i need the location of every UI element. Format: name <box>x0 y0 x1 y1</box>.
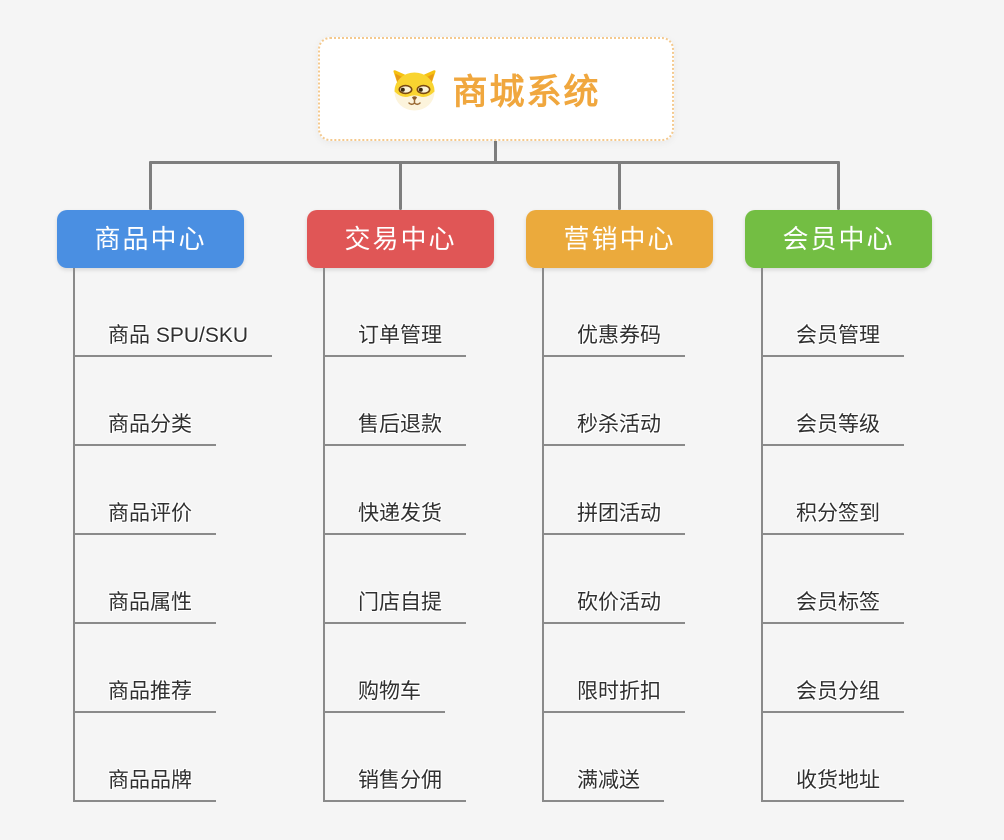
leaf-item[interactable]: 积分签到 <box>763 446 904 535</box>
leaf-item[interactable]: 拼团活动 <box>544 446 685 535</box>
leaf-item[interactable]: 收货地址 <box>763 713 904 802</box>
branch-node-product-center[interactable]: 商品中心 <box>57 210 244 268</box>
leaf-item[interactable]: 商品分类 <box>75 357 216 446</box>
connector-drop-trade <box>399 161 402 210</box>
connector-drop-member <box>837 161 840 210</box>
branch-subtree-trade: 订单管理 售后退款 快递发货 门店自提 购物车 销售分佣 <box>323 268 466 802</box>
leaf-item[interactable]: 售后退款 <box>325 357 466 446</box>
leaf-item[interactable]: 会员分组 <box>763 624 904 713</box>
leaf-item[interactable]: 商品评价 <box>75 446 216 535</box>
connector-root-stem <box>494 141 497 164</box>
connector-drop-product <box>149 161 152 210</box>
branch-subtree-marketing: 优惠券码 秒杀活动 拼团活动 砍价活动 限时折扣 满减送 <box>542 268 685 802</box>
leaf-item[interactable]: 满减送 <box>544 713 664 802</box>
leaf-item[interactable]: 秒杀活动 <box>544 357 685 446</box>
branch-node-trade-center[interactable]: 交易中心 <box>307 210 494 268</box>
connector-horizontal-bar <box>149 161 840 164</box>
leaf-item[interactable]: 会员管理 <box>763 268 904 357</box>
leaf-item[interactable]: 商品推荐 <box>75 624 216 713</box>
leaf-item[interactable]: 会员标签 <box>763 535 904 624</box>
leaf-item[interactable]: 销售分佣 <box>325 713 466 802</box>
leaf-item[interactable]: 订单管理 <box>325 268 466 357</box>
branch-subtree-product: 商品 SPU/SKU 商品分类 商品评价 商品属性 商品推荐 商品品牌 <box>73 268 273 802</box>
leaf-item[interactable]: 商品品牌 <box>75 713 216 802</box>
leaf-item[interactable]: 限时折扣 <box>544 624 685 713</box>
dog-face-icon <box>393 69 437 110</box>
branch-node-member-center[interactable]: 会员中心 <box>745 210 932 268</box>
leaf-item[interactable]: 快递发货 <box>325 446 466 535</box>
leaf-item[interactable]: 砍价活动 <box>544 535 685 624</box>
leaf-item[interactable]: 会员等级 <box>763 357 904 446</box>
leaf-item[interactable]: 门店自提 <box>325 535 466 624</box>
root-title: 商城系统 <box>452 72 601 112</box>
leaf-item[interactable]: 优惠券码 <box>544 268 685 357</box>
leaf-item[interactable]: 商品属性 <box>75 535 216 624</box>
connector-drop-marketing <box>618 161 621 210</box>
leaf-item[interactable]: 商品 SPU/SKU <box>75 268 273 357</box>
branch-subtree-member: 会员管理 会员等级 积分签到 会员标签 会员分组 收货地址 <box>761 268 904 802</box>
branch-node-marketing-center[interactable]: 营销中心 <box>526 210 713 268</box>
leaf-item[interactable]: 购物车 <box>325 624 445 713</box>
root-node[interactable]: 商城系统 <box>318 37 674 141</box>
